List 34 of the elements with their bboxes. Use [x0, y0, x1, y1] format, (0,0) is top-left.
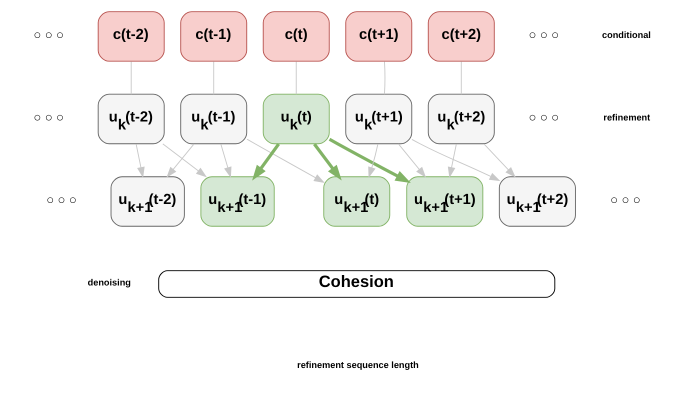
- arrow: [398, 144, 426, 178]
- arrow: [447, 144, 456, 178]
- label: ○ ○ ○: [46, 192, 76, 207]
- label: ○ ○ ○: [610, 192, 640, 207]
- node-box: Cohesion: [158, 270, 555, 298]
- label: denoising: [87, 277, 130, 288]
- arrow: [483, 144, 516, 178]
- connector: [212, 61, 214, 95]
- arrow: [252, 143, 280, 181]
- arrow: [312, 143, 342, 181]
- node-box: c(t-1): [180, 11, 247, 62]
- arrow: [166, 144, 194, 178]
- arrow: [135, 144, 144, 178]
- node-box: c(t): [262, 11, 330, 62]
- connector: [295, 61, 296, 95]
- label: ○ ○ ○: [528, 26, 559, 42]
- label: ○ ○ ○: [528, 109, 559, 124]
- node-box: c(t+1): [344, 11, 412, 62]
- label: ○ ○ ○: [33, 109, 64, 124]
- label: ○ ○ ○: [33, 26, 64, 42]
- connector: [384, 61, 385, 95]
- node-box: c(t+2): [427, 11, 494, 62]
- arrow: [328, 138, 410, 184]
- connector: [130, 61, 132, 95]
- node-box: c(t-2): [97, 11, 164, 62]
- arrow: [162, 143, 206, 178]
- arrow: [368, 144, 378, 178]
- label: refinement: [602, 112, 650, 122]
- arrow: [246, 138, 324, 183]
- label: conditional: [602, 30, 650, 40]
- label: refinement sequence length: [296, 360, 418, 370]
- connector: [460, 61, 462, 95]
- arrow: [220, 144, 231, 178]
- arrow: [410, 138, 500, 182]
